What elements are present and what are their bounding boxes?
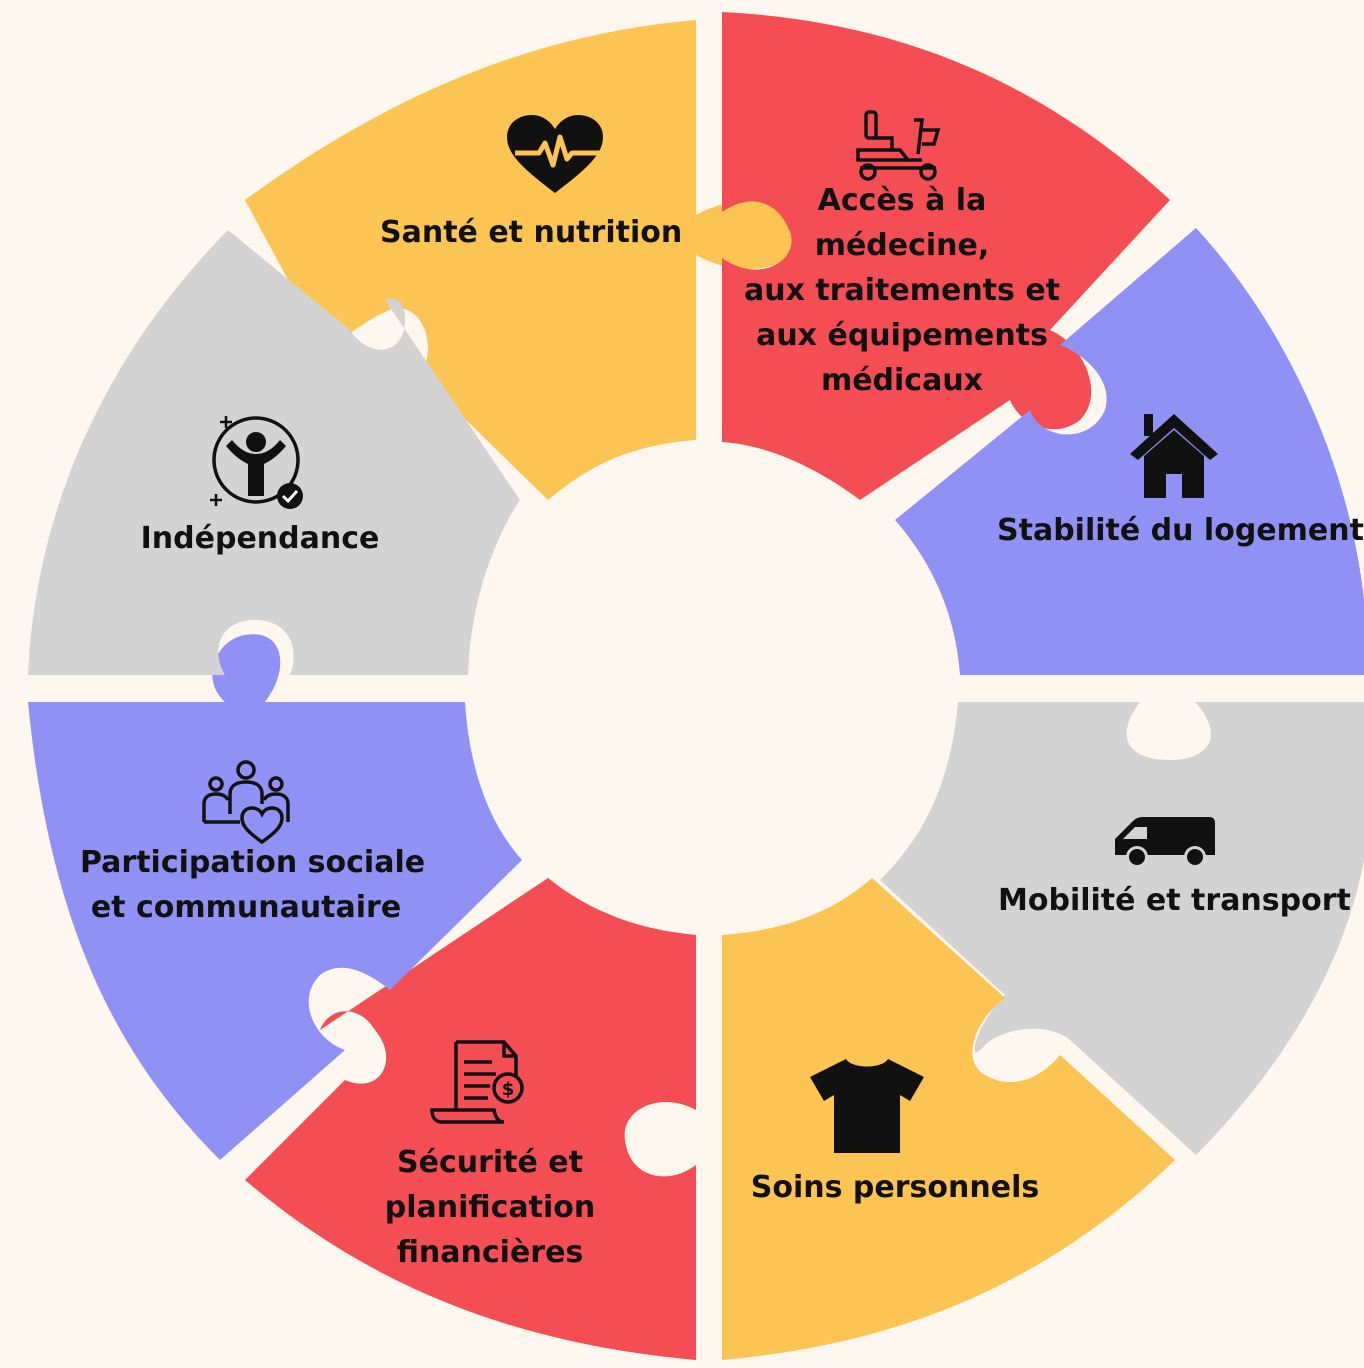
invoice-dollar-icon: $: [430, 1040, 524, 1124]
community-heart-icon: [202, 760, 290, 844]
segment-sante: [245, 20, 800, 500]
segment-participation: [28, 634, 522, 1160]
segment-mobilite: [880, 702, 1364, 1155]
heartbeat-icon: [507, 115, 605, 193]
independence-person-icon: [210, 416, 303, 509]
label-mobilite: Mobilité et transport: [998, 883, 1351, 918]
label-participation: Participation sociale et communautaire: [80, 845, 426, 925]
label-securite: Sécurité et planification financières: [384, 1145, 596, 1270]
segment-securite: [245, 878, 696, 1360]
tshirt-icon: [810, 1059, 924, 1153]
label-medecine: Accès à la médecine, aux traitements et …: [743, 183, 1061, 398]
van-icon: [1115, 817, 1215, 868]
label-logement: Stabilité du logement: [997, 513, 1364, 548]
segment-soins: [722, 878, 1175, 1360]
mobility-scooter-icon: [856, 110, 941, 181]
segment-medecine: [722, 12, 1170, 500]
segment-logement: [895, 228, 1364, 675]
house-icon: [1130, 414, 1218, 498]
label-soins: Soins personnels: [750, 1170, 1040, 1205]
svg-text:$: $: [502, 1079, 515, 1100]
label-sante: Santé et nutrition: [380, 215, 683, 250]
label-independance: Indépendance: [140, 521, 380, 556]
